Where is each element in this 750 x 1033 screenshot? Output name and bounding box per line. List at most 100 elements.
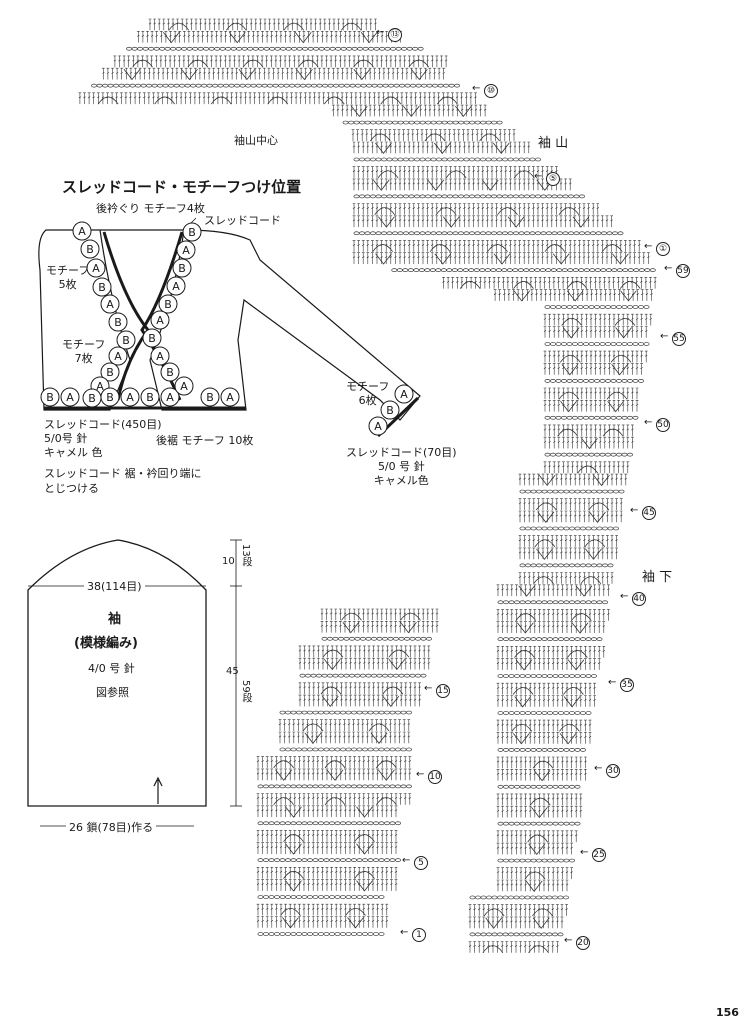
main-chart-row xyxy=(353,231,624,236)
small-chart-row xyxy=(298,694,421,708)
row-arrow-icon: ← xyxy=(400,927,409,938)
main-chart-row xyxy=(544,379,644,383)
small-chart-row xyxy=(256,903,389,916)
small-chart-row xyxy=(256,916,389,929)
svg-text:B: B xyxy=(122,334,130,347)
sleeve-cuff-motif: A xyxy=(394,384,414,404)
small-chart-row xyxy=(257,932,385,936)
small-chart-row xyxy=(279,747,412,752)
main-chart-row xyxy=(136,31,402,44)
cast-on-label: 26 鎖(78目)作る xyxy=(66,819,157,835)
main-chart-row xyxy=(101,67,446,81)
hem-motif: A xyxy=(60,387,80,407)
main-chart-row xyxy=(352,166,558,179)
hem-motif: A xyxy=(160,387,180,407)
hem-motif: A xyxy=(120,387,140,407)
row-marker: ⑬ xyxy=(388,28,402,42)
row-arrow-icon: ← xyxy=(534,171,543,182)
main-chart-row xyxy=(544,305,650,309)
row-marker: 55 xyxy=(672,332,686,346)
main-chart-row xyxy=(496,682,596,695)
svg-text:B: B xyxy=(164,298,172,311)
main-chart-row xyxy=(497,600,608,605)
small-chart-row xyxy=(256,756,412,769)
row-marker: 40 xyxy=(632,592,646,606)
hem-motif: B xyxy=(100,387,120,407)
main-chart-row xyxy=(497,858,575,863)
row-arrow-icon: ← xyxy=(660,331,669,342)
main-chart-row xyxy=(544,342,650,346)
row-arrow-icon: ← xyxy=(376,27,385,38)
main-chart-row xyxy=(543,400,639,413)
main-chart-row xyxy=(496,609,610,621)
main-chart-row xyxy=(496,842,573,856)
row-marker: 35 xyxy=(620,678,634,692)
main-sleeve-crochet-chart xyxy=(78,18,657,954)
left-front-motif: B xyxy=(80,239,100,259)
row-arrow-icon: ← xyxy=(472,83,481,94)
right-front-motif: A xyxy=(166,276,186,296)
main-chart-row xyxy=(519,526,619,531)
svg-text:B: B xyxy=(106,366,114,379)
svg-text:B: B xyxy=(98,281,106,294)
main-chart-row xyxy=(496,830,578,843)
pattern-label: (模様編み) xyxy=(74,636,138,651)
svg-text:B: B xyxy=(166,366,174,379)
row-marker: ⑤ xyxy=(546,172,560,186)
small-chart-row xyxy=(279,710,412,715)
left-front-motif: B xyxy=(92,277,112,297)
main-chart-row xyxy=(468,941,559,954)
svg-text:B: B xyxy=(106,391,114,404)
main-chart-row xyxy=(543,326,648,339)
cord-450-label: スレッドコード(450目)5/0号 針キャメル 色 xyxy=(44,418,162,459)
svg-text:A: A xyxy=(226,391,234,404)
thread-cord-label: スレッドコード xyxy=(204,214,281,227)
right-front-motif: B xyxy=(158,294,178,314)
svg-text:B: B xyxy=(86,243,94,256)
sleeve-schematic-outline xyxy=(27,539,207,807)
small-chart-row xyxy=(256,879,398,892)
main-chart-row xyxy=(351,129,516,142)
main-chart-row xyxy=(331,104,487,118)
main-chart-row xyxy=(469,932,564,937)
main-chart-row xyxy=(352,252,650,265)
hem-motif: B xyxy=(200,387,220,407)
svg-text:A: A xyxy=(182,244,190,257)
svg-text:B: B xyxy=(46,391,54,404)
right-front-motif: A xyxy=(150,310,170,330)
svg-text:A: A xyxy=(92,262,100,275)
row-arrow-icon: ← xyxy=(402,855,411,866)
row-arrow-icon: ← xyxy=(594,763,603,774)
row-arrow-icon: ← xyxy=(644,417,653,428)
svg-text:A: A xyxy=(78,225,86,238)
main-chart-row xyxy=(78,92,477,105)
main-chart-row xyxy=(496,658,601,671)
sleeve-under-label: 袖 下 xyxy=(642,570,673,585)
left-front-lower-motif: B xyxy=(82,388,102,408)
main-chart-row xyxy=(518,498,623,511)
main-chart-row xyxy=(543,313,653,326)
row-arrow-icon: ← xyxy=(416,769,425,780)
sleeve-title: 袖 xyxy=(108,612,122,627)
main-chart-row xyxy=(148,18,377,31)
main-chart-row xyxy=(352,215,613,228)
small-chart-row xyxy=(321,636,432,641)
row-arrow-icon: ← xyxy=(424,683,433,694)
left-front-motif: A xyxy=(100,294,120,314)
svg-text:B: B xyxy=(114,316,122,329)
svg-text:A: A xyxy=(374,420,382,433)
main-chart-row xyxy=(469,895,569,900)
row-marker-small: 10 xyxy=(428,770,442,784)
svg-text:B: B xyxy=(386,404,394,417)
main-chart-row xyxy=(496,793,583,806)
small-chart-row xyxy=(278,719,411,732)
svg-text:A: A xyxy=(166,391,174,404)
row-marker: 50 xyxy=(656,418,670,432)
main-chart-row xyxy=(543,461,630,474)
left-front-lower-motif: A xyxy=(108,346,128,366)
right-front-motif: A xyxy=(176,240,196,260)
main-chart-row xyxy=(518,510,623,523)
main-chart-row xyxy=(518,547,618,560)
